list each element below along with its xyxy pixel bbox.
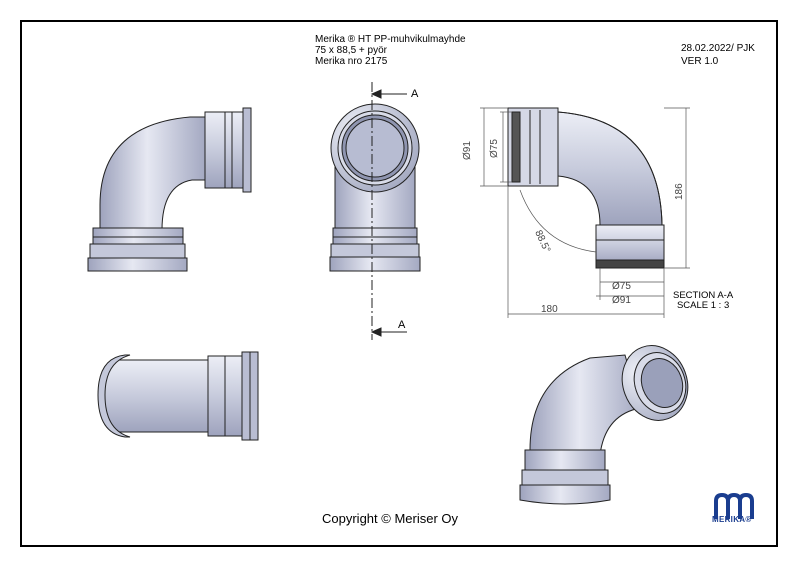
revision-version: VER 1.0 xyxy=(681,56,719,67)
part-name: Merika ® HT PP-muhvikulmayhde xyxy=(315,34,466,45)
title-block: Merika ® HT PP-muhvikulmayhde 75 x 88,5 … xyxy=(315,34,466,67)
dim-height: 186 xyxy=(674,183,685,200)
section-dimension-lines xyxy=(480,107,690,318)
dim-inner-diameter-top: Ø75 xyxy=(489,139,500,158)
dim-inner-diameter-bottom: Ø75 xyxy=(612,281,631,292)
copyright-text: Copyright © Meriser Oy xyxy=(322,511,458,526)
section-scale: SCALE 1 : 3 xyxy=(676,300,730,311)
dim-outer-diameter-bottom: Ø91 xyxy=(612,295,631,306)
dim-width: 180 xyxy=(541,304,558,315)
top-view xyxy=(97,351,259,441)
revision-date: 28.02.2022/ PJK xyxy=(681,43,755,54)
isometric-view xyxy=(519,345,689,505)
merika-logo-icon xyxy=(714,492,754,519)
section-marker-bottom: A xyxy=(398,319,406,331)
revision-block: 28.02.2022/ PJK VER 1.0 xyxy=(681,42,755,68)
part-size: 75 x 88,5 + pyör xyxy=(315,45,387,56)
drawing-border xyxy=(20,20,778,547)
section-view xyxy=(507,107,665,269)
section-marker-top: A xyxy=(411,88,419,100)
logo-text: MERIKA® xyxy=(712,515,752,524)
side-view xyxy=(329,103,421,272)
section-title: SECTION A-A xyxy=(673,290,734,301)
dim-angle: 88.5° xyxy=(532,229,552,255)
dim-outer-diameter-top: Ø91 xyxy=(462,141,473,160)
section-line xyxy=(370,82,407,340)
part-number: Merika nro 2175 xyxy=(315,56,388,67)
front-view xyxy=(87,107,252,272)
section-caption: SECTION A-A SCALE 1 : 3 xyxy=(673,291,733,311)
